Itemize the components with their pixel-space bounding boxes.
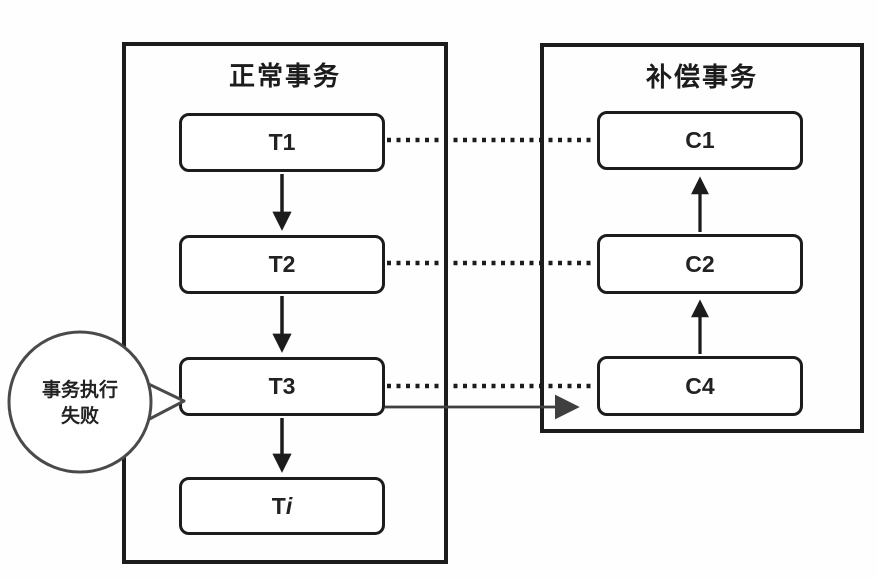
node-t3-label: T3 (268, 373, 296, 399)
node-t1: T1 (179, 113, 385, 172)
node-c4-label: C4 (685, 372, 715, 399)
node-t1-label: T1 (268, 129, 296, 155)
node-c4: C4 (597, 356, 803, 416)
failure-callout-line2: 失败 (60, 406, 99, 427)
node-ti-label-prefix: T (271, 492, 286, 519)
failure-callout-line1: 事务执行 (41, 380, 118, 401)
normal-transactions-title: 正常事务 (228, 61, 341, 91)
compensation-transactions-title: 补偿事务 (645, 62, 758, 92)
node-t2: T2 (179, 235, 385, 294)
node-ti-label-suffix: i (285, 492, 293, 519)
normal-transactions-panel: 正常事务 (122, 42, 448, 564)
node-c2-label: C2 (685, 250, 715, 277)
node-c1-label: C1 (685, 127, 715, 153)
node-t3: T3 (179, 357, 385, 416)
node-t2-label: T2 (268, 251, 296, 277)
node-c1: C1 (597, 111, 803, 170)
compensation-transactions-panel: 补偿事务 (540, 43, 864, 433)
failure-callout: 事务执行 失败 (14, 378, 146, 430)
node-c2: C2 (597, 234, 803, 294)
